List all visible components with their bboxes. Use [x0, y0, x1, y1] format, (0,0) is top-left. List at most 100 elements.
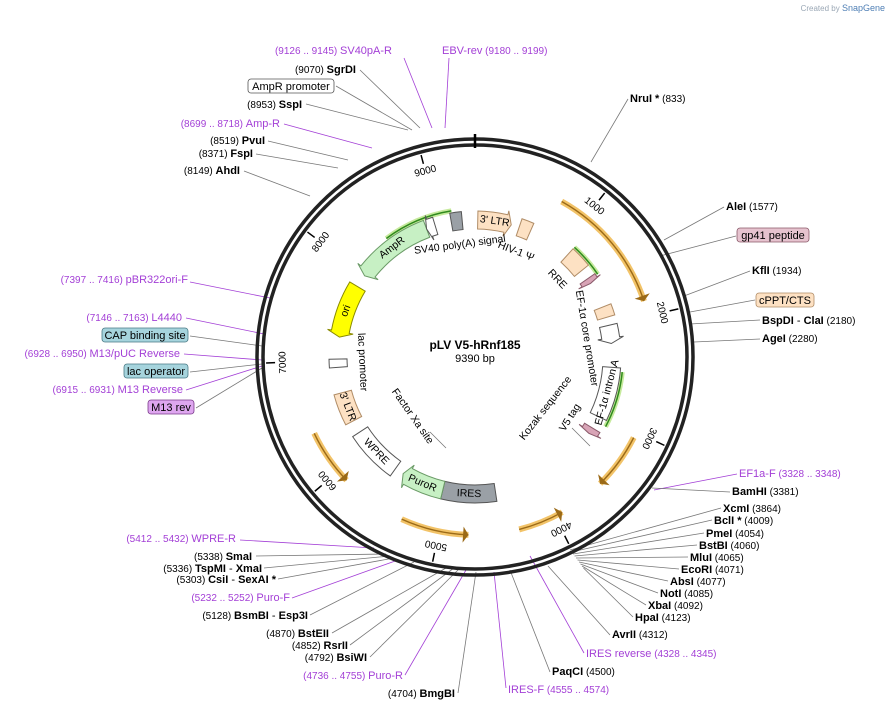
- tick-6000: [314, 484, 323, 492]
- site-ahdi: (8149) AhdI: [184, 165, 240, 177]
- leader-line: [243, 170, 311, 197]
- leader-line: [529, 555, 585, 654]
- orf-arrow-1: [598, 474, 610, 486]
- leader-line: [457, 571, 477, 694]
- primer-ebv-rev: EBV-rev (9180 .. 9199): [442, 45, 547, 57]
- feature-gp41-peptide-3: [578, 272, 601, 290]
- site-sgrdi: (9070) SgrDI: [295, 64, 356, 76]
- leader-line: [189, 281, 271, 299]
- leader-line: [577, 559, 680, 570]
- orf-line-0: [561, 200, 645, 302]
- boxed-cppt-cts-box: [755, 292, 815, 308]
- feature-ef-1-intron-a-6: [589, 366, 622, 422]
- green-arc-line-2: [385, 210, 452, 240]
- credit: Created by SnapGene: [801, 3, 885, 13]
- boxed-ampr-promoter: AmpR promoter: [252, 81, 330, 93]
- site-bcli: BclI * (4009): [714, 515, 773, 527]
- feature-ampr-14: [357, 219, 431, 281]
- leader-line: [569, 507, 722, 551]
- leader-line: [571, 427, 591, 447]
- primer-ires-reverse: IRES reverse (4328 .. 4345): [586, 648, 716, 660]
- boxed-ampr-promoter-box: [247, 78, 335, 94]
- primer-ef1a-f: EF1a-F (3328 .. 3348): [739, 468, 841, 480]
- feature-ori-13: [327, 281, 366, 338]
- leader-line: [663, 206, 725, 241]
- tick-4000: [564, 535, 570, 545]
- feature-label-rre: RRE: [545, 267, 569, 291]
- orf-arc-3: [400, 516, 469, 538]
- leader-line: [429, 431, 447, 449]
- leader-line: [183, 353, 263, 361]
- site-smai: (5338) SmaI: [194, 551, 252, 563]
- feature-label-3-ltr: 3' LTR: [479, 213, 511, 229]
- feature-cppt-cts-4: [593, 303, 616, 321]
- site-mlui: MluI (4065): [690, 552, 744, 564]
- primer-amp-r: (8699 .. 8718) Amp-R: [181, 118, 280, 130]
- leader-line: [571, 519, 713, 553]
- primer-m13-puc-reverse: (6928 .. 6950) M13/pUC Reverse: [24, 348, 180, 360]
- boxed-m13-rev: M13 rev: [151, 402, 191, 414]
- feature-lac-promoter-12: [328, 358, 348, 369]
- site-pmei: PmeI (4054): [706, 528, 764, 540]
- leader-line: [444, 57, 450, 129]
- feature-ampr-promoter-15: [424, 215, 439, 241]
- green-arc-line-0: [573, 246, 599, 275]
- primer-l4440: (7146 .. 7163) L4440: [86, 312, 182, 324]
- boxed-m13-rev-box: [147, 399, 195, 415]
- leader-line: [369, 567, 461, 658]
- leader-line: [653, 473, 738, 491]
- feature-puror-9: [401, 464, 446, 500]
- site-tspmi-xmai: (5336) TspMI - XmaI: [163, 563, 262, 575]
- orf-arrow-3: [462, 526, 469, 543]
- tick-8000: [307, 231, 316, 239]
- tick-label-5000: 5000: [424, 537, 448, 552]
- site-bmgbi: (4704) BmgBI: [388, 688, 455, 700]
- orf-arc-4: [311, 432, 349, 483]
- primer-puro-f: (5232 .. 5252) Puro-F: [191, 592, 290, 604]
- site-bsiwi: (4792) BsiWI: [305, 652, 367, 664]
- feature-ef-1-core-promoter-5: [597, 322, 624, 345]
- boxed-cppt-cts: cPPT/CTS: [759, 295, 811, 307]
- leader-line: [580, 563, 659, 594]
- green-arc-line-1: [604, 371, 623, 428]
- site-kfli: KflI (1934): [752, 265, 801, 277]
- leader-line: [578, 561, 669, 582]
- boxed-lac-operator: lac operator: [127, 366, 185, 378]
- feature-3-ltr-11: [333, 389, 363, 426]
- leader-line: [403, 57, 433, 129]
- feature-label-ori: ori: [338, 303, 353, 318]
- leader-line: [267, 140, 349, 161]
- feature-sv40-poly-a-signal-16: [449, 211, 464, 232]
- leader-line: [575, 556, 689, 559]
- leader-line: [583, 567, 634, 618]
- leader-line: [493, 571, 507, 689]
- site-pvui: (8519) PvuI: [210, 135, 265, 147]
- site-bspdi-clai: BspDI - ClaI (2180): [762, 315, 855, 327]
- leader-line: [255, 153, 339, 169]
- primer-puro-r: (4736 .. 4755) Puro-R: [303, 670, 403, 682]
- site-bsmbi-esp3i: (5128) BsmBI - Esp3I: [202, 610, 308, 622]
- leader-line: [263, 555, 391, 569]
- leader-line: [651, 487, 731, 493]
- feature-label-lac-promoter: lac promoter: [355, 333, 370, 392]
- leader-line: [305, 103, 409, 131]
- primer-ires-f: IRES-F (4555 .. 4574): [508, 684, 609, 696]
- leader-line: [331, 567, 447, 634]
- credit-text: Created by: [800, 4, 840, 13]
- site-bstbi: BstBI (4060): [699, 540, 759, 552]
- site-nrui: NruI * (833): [630, 93, 685, 105]
- site-bamhi: BamHI (3381): [732, 486, 799, 498]
- leader-line: [277, 557, 395, 580]
- tick-5000: [431, 552, 436, 562]
- feature-label-v5-tag: V5 tag: [557, 401, 584, 433]
- leader-line: [693, 338, 761, 343]
- tick-label-7000: 7000: [277, 351, 289, 374]
- site-bsteii: (4870) BstEII: [266, 628, 329, 640]
- orf-arrow-2: [553, 507, 563, 522]
- site-avrii: AvrII (4312): [612, 629, 668, 641]
- tick-label-4000: 4000: [548, 519, 573, 539]
- feature-rre-2: [560, 248, 590, 278]
- feature-label-ires: IRES: [457, 487, 482, 500]
